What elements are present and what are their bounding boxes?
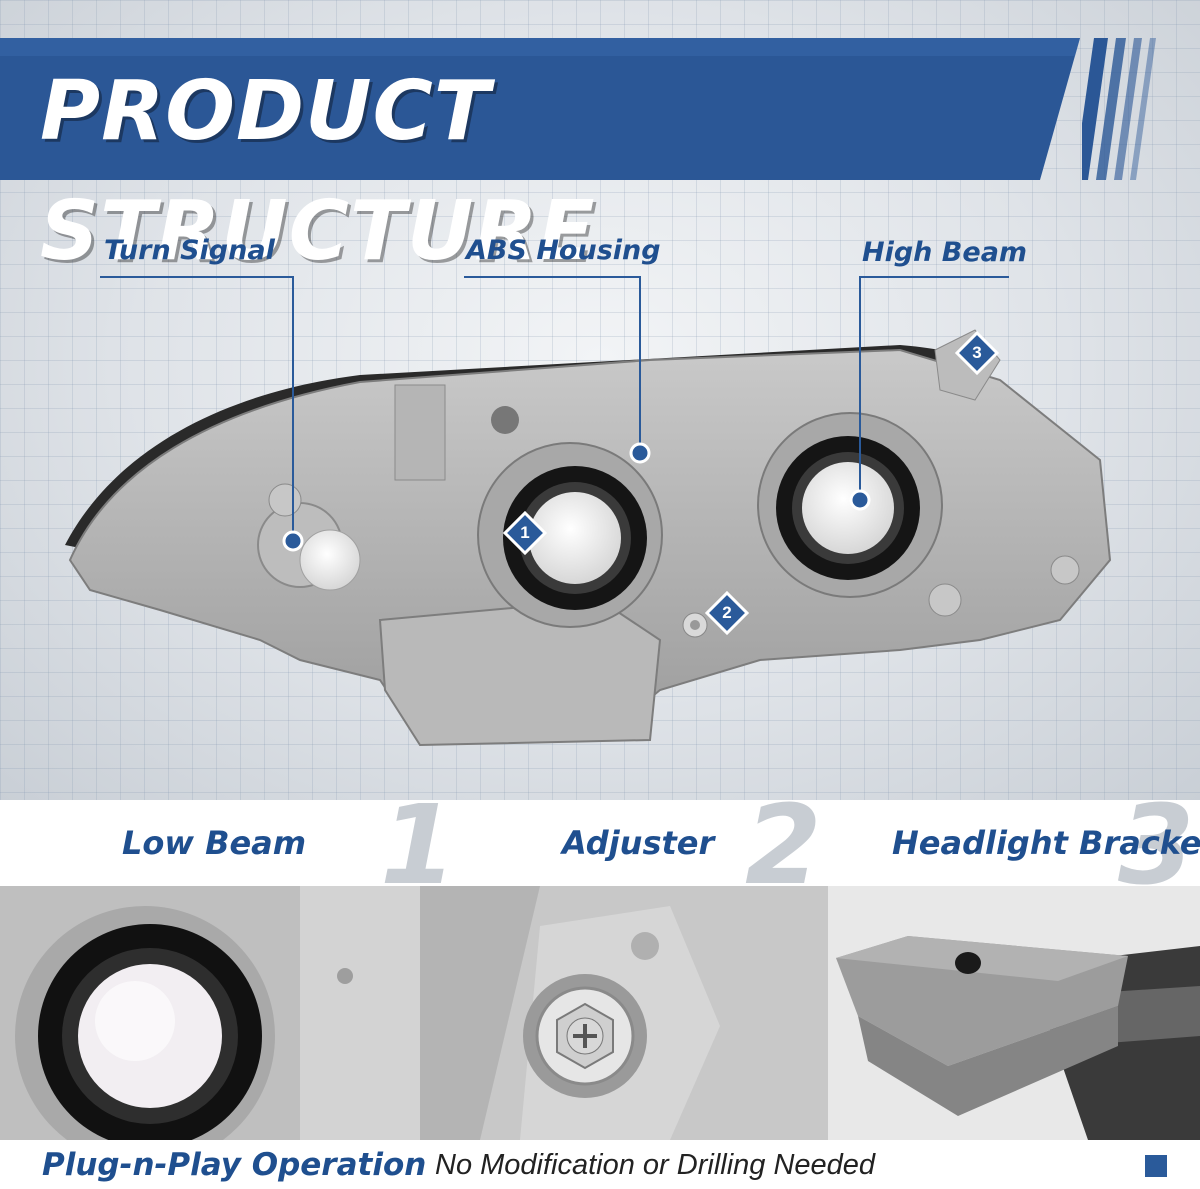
abs-housing-label: ABS Housing [466, 235, 661, 266]
footer-bar [0, 1140, 1200, 1189]
high-beam-callout-line [859, 276, 1009, 278]
footer-headline: Plug-n-Play Operation [42, 1147, 427, 1183]
marker-2: 2 [704, 590, 750, 636]
turn-signal-label: Turn Signal [104, 235, 275, 266]
low-beam-detail-photo [0, 886, 420, 1140]
diamond-marker-icon [502, 510, 548, 556]
turn-signal-callout-drop [292, 276, 294, 538]
feature-3-label: Headlight Bracket [892, 824, 1200, 862]
turn-signal-callout-line [100, 276, 293, 278]
marker-1-number: 1 [520, 523, 530, 542]
feature-label-strip [0, 800, 1200, 886]
abs-housing-callout-line [464, 276, 640, 278]
feature-2-label: Adjuster [562, 824, 715, 862]
diamond-marker-icon [704, 590, 750, 636]
abs-housing-dot [629, 442, 651, 464]
turn-signal-dot [282, 530, 304, 552]
feature-1-number: 1 [380, 781, 457, 909]
marker-3: 3 [954, 330, 1000, 376]
adjuster-detail-photo [420, 886, 828, 1140]
high-beam-dot [849, 489, 871, 511]
feature-1-label: Low Beam [122, 824, 307, 862]
feature-3-number: 3 [1118, 781, 1195, 909]
footer-subtext: No Modification or Drilling Needed [435, 1149, 876, 1181]
headlight-rear-view [65, 329, 1112, 747]
marker-3-number: 3 [972, 343, 982, 362]
headlight-bracket-detail-photo [828, 886, 1200, 1140]
footer-square-decoration [1145, 1155, 1167, 1177]
page-title: PRODUCT STRUCTURE [40, 64, 596, 279]
feature-2-number: 2 [745, 781, 822, 909]
banner-stripes-decoration [1082, 38, 1156, 180]
marker-2-number: 2 [722, 603, 732, 622]
callout-dots [282, 442, 871, 552]
marker-1: 1 [502, 510, 548, 556]
diamond-marker-icon [954, 330, 1000, 376]
abs-housing-callout-drop [639, 276, 641, 452]
high-beam-callout-drop [859, 276, 861, 498]
high-beam-label: High Beam [862, 237, 1028, 268]
title-banner [0, 38, 1080, 180]
